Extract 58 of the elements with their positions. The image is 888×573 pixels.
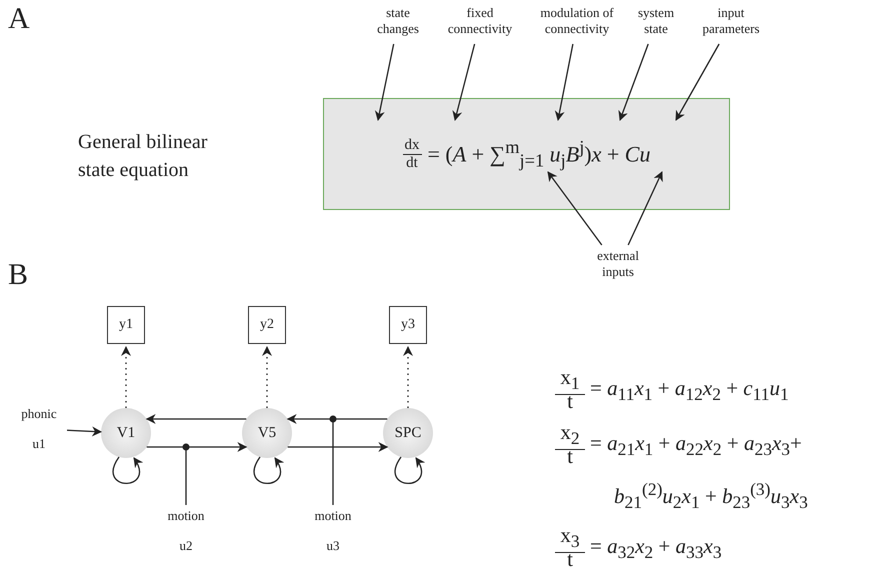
equation-caption: General bilinear state equation xyxy=(78,130,208,183)
output-label: y1 xyxy=(119,317,133,333)
self-loop-arrow xyxy=(112,456,143,484)
annotation-text: input parameters xyxy=(701,5,761,37)
output-box xyxy=(389,306,427,344)
panel-letter: A xyxy=(8,2,30,36)
dotted-arrow xyxy=(403,346,413,408)
dotted-arrow xyxy=(262,346,272,408)
fraction-numerator: x$_{3}$ xyxy=(555,524,585,554)
self-loop-arrow xyxy=(254,456,284,484)
region-circle xyxy=(383,408,433,458)
annotation-text: motion xyxy=(314,508,352,524)
arrow xyxy=(146,414,246,424)
annotation-text: motion xyxy=(168,508,204,524)
equation-text: = a$_{11}$x$_{1}$ + a$_{12}$x$_{2}$ + c$_{11}$u$_{1}$ xyxy=(590,377,789,406)
annotation-text: phonic xyxy=(21,406,57,422)
self-loop-arrow xyxy=(394,456,425,484)
fraction-denominator: dt xyxy=(405,154,419,172)
arrow xyxy=(286,414,388,424)
leader-arrow xyxy=(675,44,720,121)
annotation-text: modulation of connectivity xyxy=(539,5,615,37)
output-box xyxy=(248,306,286,344)
arrow xyxy=(66,426,102,436)
annotation-text: state changes xyxy=(376,5,420,37)
equation-text: = a$_{32}$x$_{2}$ + a$_{33}$x$_{3}$ xyxy=(590,535,722,564)
leader-line xyxy=(182,444,190,505)
leader-arrow xyxy=(547,171,602,246)
fraction-numerator: x$_{1}$ xyxy=(555,366,585,396)
region-circle xyxy=(101,408,151,458)
equation-text: b$_{21}$$^{(2)}$u$_{2}$x$_{1}$ + b$_{23}$$^{(3)}$u$_{3}$x$_{3}$ xyxy=(614,478,808,514)
arrow xyxy=(146,442,248,452)
annotation-text: u3 xyxy=(326,538,340,554)
annotation-text: fixed connectivity xyxy=(446,5,514,37)
leader-arrow xyxy=(628,171,663,246)
region-label: V5 xyxy=(258,424,276,442)
equation-box xyxy=(323,98,730,210)
panel-letter: B xyxy=(8,258,28,292)
annotation-text: u1 xyxy=(32,436,46,452)
leader-line xyxy=(330,416,336,505)
output-label: y2 xyxy=(260,317,274,333)
equation-text: = (A + ∑$^{m}$$_{j=1}$ u$_{j}$B$^{j}$)x + Cu xyxy=(428,136,650,172)
fraction-numerator: dx xyxy=(402,136,422,154)
dotted-arrow xyxy=(121,346,131,408)
leader-arrow xyxy=(554,44,574,121)
region-label: V1 xyxy=(116,424,136,442)
equation-text: = a$_{21}$x$_{1}$ + a$_{22}$x$_{2}$ + a$_{23}$x$_{3}$+ xyxy=(590,432,802,460)
output-label: y3 xyxy=(401,317,415,333)
leader-arrow xyxy=(618,44,649,121)
leader-arrow xyxy=(452,44,476,121)
annotation-text: system state xyxy=(636,5,676,37)
annotation-text: external inputs xyxy=(596,248,640,280)
region-circle xyxy=(242,408,292,458)
fraction-numerator: x$_{2}$ xyxy=(555,421,585,450)
output-box xyxy=(107,306,145,344)
annotation-text: u2 xyxy=(180,538,192,554)
arrow xyxy=(288,442,388,452)
region-label: SPC xyxy=(394,424,422,442)
leader-arrow xyxy=(374,44,394,121)
